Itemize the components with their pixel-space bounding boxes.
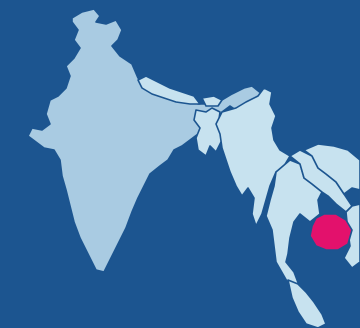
country-myanmar[interactable] <box>215 87 291 227</box>
country-bangladesh[interactable] <box>193 107 223 157</box>
country-nepal[interactable] <box>137 75 201 105</box>
country-bhutan[interactable] <box>201 95 223 107</box>
country-malaysia[interactable] <box>287 279 327 328</box>
country-cambodia[interactable] <box>309 213 353 251</box>
